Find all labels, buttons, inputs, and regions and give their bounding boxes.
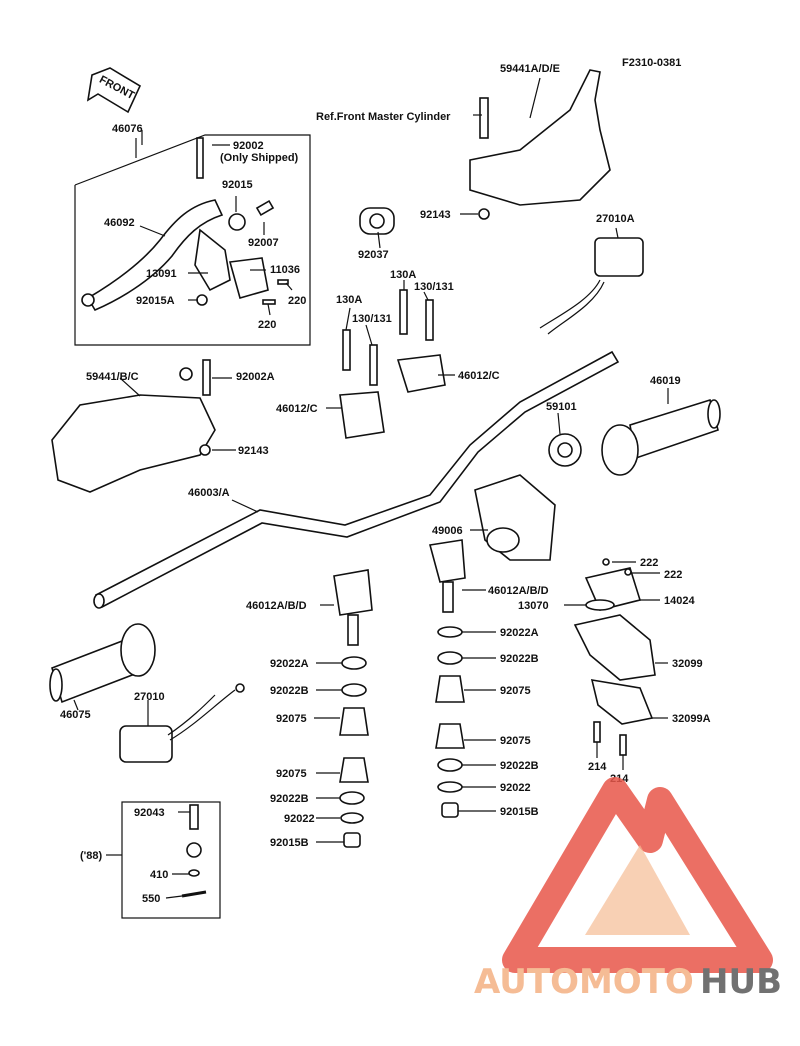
label-13070: 13070 — [518, 600, 549, 612]
label-14024: 14024 — [664, 595, 695, 607]
label-92015a: 92015A — [136, 295, 175, 307]
year-note: ('88) — [80, 850, 103, 862]
label-46019: 46019 — [650, 375, 681, 387]
leader-lines — [73, 77, 669, 899]
label-92002a: 92002A — [236, 371, 275, 383]
label-92015b-left: 92015B — [270, 837, 309, 849]
lever-assembly-box — [74, 134, 311, 346]
logo-text-hub: HUB — [700, 962, 782, 1002]
label-92075-left-1: 92075 — [276, 713, 307, 725]
label-92022-left: 92022 — [284, 813, 315, 825]
label-92022a-right: 92022A — [500, 627, 539, 639]
label-130131-1: 130/131 — [414, 281, 454, 293]
label-46012c-2: 46012/C — [276, 403, 318, 415]
label-92022a-left: 92022A — [270, 658, 309, 670]
label-130a-2: 130A — [336, 294, 362, 306]
label-130a-1: 130A — [390, 269, 416, 281]
label-92002: 92002 — [233, 140, 264, 152]
label-92022b-left-2: 92022B — [270, 793, 309, 805]
only-shipped-note: (Only Shipped) — [220, 152, 299, 164]
label-92143-top: 92143 — [420, 209, 451, 221]
label-46092: 46092 — [104, 217, 135, 229]
label-410: 410 — [150, 869, 168, 881]
switch-housing-32099 — [573, 558, 656, 756]
label-92022b-right: 92022B — [500, 653, 539, 665]
upper-holders — [339, 354, 446, 439]
ref-note: Ref.Front Master Cylinder — [316, 111, 451, 123]
label-92022-right: 92022 — [500, 782, 531, 794]
automotohub-logo: AUTOMOTO HUB — [474, 777, 782, 1002]
clamp-92037 — [359, 207, 395, 235]
label-59101: 59101 — [546, 401, 577, 413]
label-222-b: 222 — [664, 569, 682, 581]
label-13091: 13091 — [146, 268, 177, 280]
label-32099: 32099 — [672, 658, 703, 670]
label-46012a-right: 46012A/B/D — [488, 585, 549, 597]
label-92015b-right: 92015B — [500, 806, 539, 818]
label-46012a-left: 46012A/B/D — [246, 600, 307, 612]
grip-left — [49, 623, 156, 704]
label-92007: 92007 — [248, 237, 279, 249]
label-92022b-left: 92022B — [270, 685, 309, 697]
label-59441a: 59441A/D/E — [500, 63, 560, 75]
label-59441b: 59441/B/C — [86, 371, 139, 383]
label-92015: 92015 — [222, 179, 253, 191]
label-11036: 11036 — [270, 264, 300, 276]
grip-right — [601, 398, 721, 476]
label-220-b: 220 — [258, 319, 276, 331]
damper-stack-right — [435, 626, 465, 818]
damper-stack-left — [339, 656, 369, 848]
label-92022b-right-2: 92022B — [500, 760, 539, 772]
label-222-a: 222 — [640, 557, 658, 569]
lower-holder-right — [428, 539, 466, 613]
label-49006: 49006 — [432, 525, 463, 537]
label-27010: 27010 — [134, 691, 165, 703]
label-46012c-1: 46012/C — [458, 370, 500, 382]
label-27010a: 27010A — [596, 213, 635, 225]
clutch-lever — [81, 137, 289, 312]
lower-holder-left — [333, 569, 373, 646]
handguard-right — [469, 69, 611, 220]
diagram-id: F2310-0381 — [622, 57, 681, 69]
logo-text-automoto: AUTOMOTO — [474, 962, 694, 1002]
throttle-housing — [474, 474, 556, 561]
label-32099a: 32099A — [672, 713, 711, 725]
detail-box-88 — [121, 801, 221, 919]
switch-right — [539, 237, 644, 335]
handlebar — [93, 350, 620, 609]
label-92075-right-2: 92075 — [500, 735, 531, 747]
switch-left — [119, 683, 245, 763]
label-46076: 46076 — [112, 123, 143, 135]
label-46075: 46075 — [60, 709, 91, 721]
label-92143-mid: 92143 — [238, 445, 269, 457]
throttle-59101 — [548, 433, 582, 467]
label-46003: 46003/A — [188, 487, 230, 499]
label-550: 550 — [142, 893, 160, 905]
front-arrow-icon: FRONT — [86, 67, 142, 114]
label-92043: 92043 — [134, 807, 165, 819]
handguard-left — [51, 359, 216, 493]
label-92037: 92037 — [358, 249, 389, 261]
label-220-a: 220 — [288, 295, 306, 307]
label-214-a: 214 — [588, 761, 607, 773]
label-92075-left-2: 92075 — [276, 768, 307, 780]
label-92075-right-1: 92075 — [500, 685, 531, 697]
label-130131-2: 130/131 — [352, 313, 392, 325]
